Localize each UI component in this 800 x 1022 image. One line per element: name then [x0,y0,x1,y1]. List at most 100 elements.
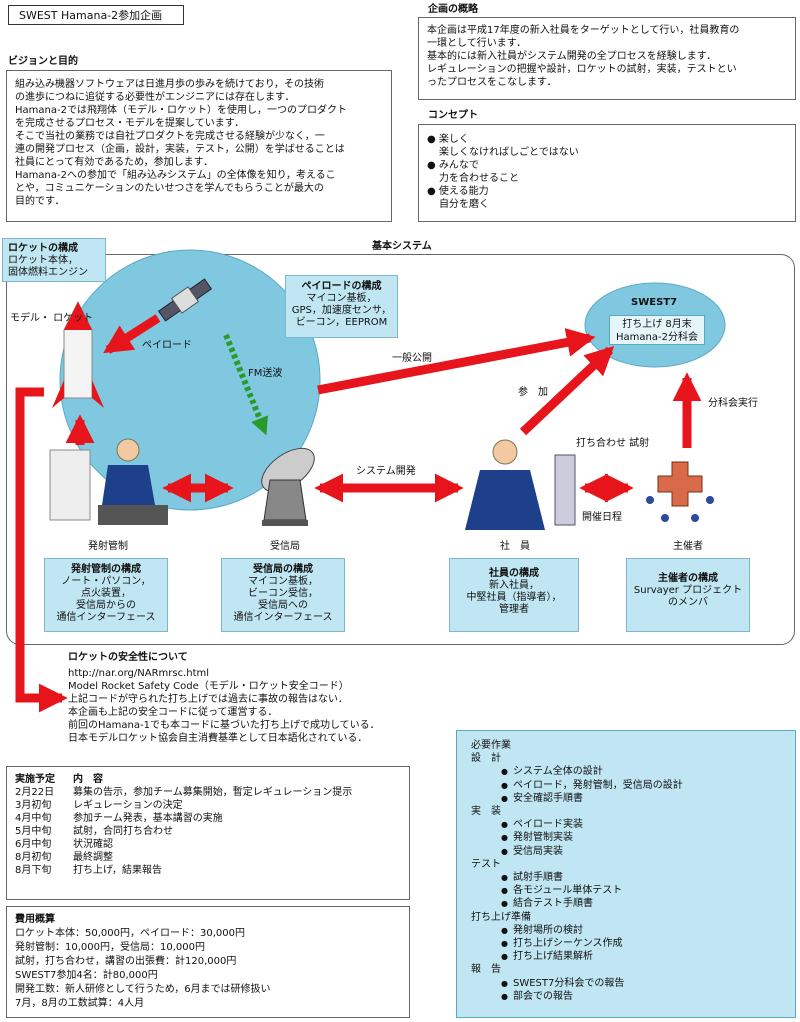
title-tag: SWEST Hamana-2参加企画 [8,5,184,25]
schedule-text: 参加チーム発表，基本講習の実施 [73,813,223,824]
cost-box: 費用概算 ロケット本体：50,000円，ペイロード：30,000円 発射管制：1… [6,906,410,1018]
task-item: 各モジュール単体テスト [501,884,683,897]
concept-item-sub: 自分を磨く [439,199,489,210]
tasks-heading: 必要作業 [471,740,511,751]
safety-heading: ロケットの安全性について [68,652,188,663]
employee-config-box: 社員の構成 新入社員， 中堅社員（指導者）， 管理者 [449,558,579,632]
concept-item-main: みんなで [438,160,479,171]
schedule-head-content: 内 容 [73,774,103,785]
schedule-text: 状況確認 [73,839,113,850]
organizer-config-box: 主催者の構成 Survayer プロジェクト のメンバ [626,558,750,632]
schedule-date: 6月中旬 [15,839,52,850]
payload-config-heading: ペイロードの構成 [301,281,382,292]
organizer-config-body: Survayer プロジェクト のメンバ [633,585,743,608]
task-item: 発射管制実装 [501,831,683,844]
cost-line: ロケット本体：50,000円，ペイロード：30,000円 [15,928,245,939]
meeting-label: 打ち合わせ 試射 [576,438,650,449]
schedule-text: 最終調整 [73,852,113,863]
subsession-label: 分科会実行 [708,398,758,409]
vision-body: 組み込み機器ソフトウェアは日進月歩の歩みを続けており，その技術 の進歩につねに追… [15,79,347,207]
cost-line: 7月，8月の工数試算：4人月 [15,998,145,1009]
diagram-frame [6,254,795,645]
swest-inner-box: 打ち上げ 8月末 Hamana-2分科会 [609,315,705,345]
schedule-date: 3月初旬 [15,800,52,811]
schedule-text: 試射，合同打ち合わせ [73,826,173,837]
organizer-label: 主催者 [673,541,703,552]
launch-config-body: ノート・パソコン， 点火装置， 受信局からの 通信インターフェース [56,576,156,623]
concept-item-main: 楽しく [438,134,469,145]
schedule-row: 3月初旬 レギュレーションの決定 [15,799,352,812]
tasks-box: 必要作業 設 計 システム全体の設計 ペイロード，発射管制，受信局の設計 安全確… [456,730,796,1018]
schedule-row: 4月中旬 参加チーム発表，基本講習の実施 [15,812,352,825]
overview-body: 本企画は平成17年度の新入社員をターゲットとして行い，社員教育の 一環として行い… [427,25,740,88]
schedule-text: 打ち上げ，結果報告 [73,865,162,876]
schedule-text: レギュレーションの決定 [73,800,183,811]
schedule-row: 6月中旬 状況確認 [15,838,352,851]
payload-config-body: マイコン基板， GPS，加速度センサ， ビーコン，EEPROM [291,293,392,328]
public-label: 一般公開 [392,353,432,364]
task-item: システム全体の設計 [501,765,683,778]
concept-item: ● 楽しく [427,134,469,145]
diagram-title: 基本システム [372,241,432,252]
task-item: 結合テスト手順書 [501,897,683,910]
schedule-date: 5月中旬 [15,826,52,837]
schedule-label: 開催日程 [582,512,622,523]
schedule-row: 8月初旬 最終調整 [15,851,352,864]
concept-heading: コンセプト [428,110,478,121]
task-item: 安全確認手順書 [501,792,683,805]
task-item: 発射場所の検討 [501,924,683,937]
concept-item: ● 使える能力 [427,186,489,197]
employee-label: 社 員 [500,541,530,552]
task-group-name: 報 告 [471,964,501,976]
station-config-body: マイコン基板， ビーコン受信， 受信局への 通信インターフェース [233,576,333,623]
model-rocket-label: モデル・ ロケット [10,313,94,324]
schedule-date: 8月初旬 [15,852,52,863]
rocket-config-box: ロケットの構成 ロケット本体， 固体燃料エンジン [2,238,106,282]
payload-config-box: ペイロードの構成 マイコン基板， GPS，加速度センサ， ビーコン，EEPROM [285,275,398,338]
task-group-name: 実 装 [471,806,501,818]
schedule-row: 2月22日募集の告示，参加チーム募集開始，暫定レギュレーション提示 [15,786,352,799]
schedule-date: 4月中旬 [15,813,52,824]
cost-line: 開発工数：新人研修として行うため，6月までは研修扱い [15,984,271,995]
task-item: 試射手順書 [501,871,683,884]
task-item: ペイロード，発射管制，受信局の設計 [501,779,683,792]
fm-label: FM送波 [248,368,283,379]
task-item: 部会での報告 [501,990,683,1003]
concept-item-sub: 楽しくなければしごとではない [439,147,579,158]
task-group-name: 設 計 [471,753,501,765]
station-label: 受信局 [270,541,300,552]
concept-list: ● 楽しく 楽しくなければしごとではない ● みんなで 力を合わせること ● 使… [427,133,579,211]
schedule-header: 実施予定 内 容 [15,773,352,786]
task-group-name: テスト [471,858,501,870]
cost-line: SWEST7参加4名：計80,000円 [15,970,158,981]
concept-item-main: 使える能力 [438,186,489,197]
sysdev-label: システム開発 [356,466,416,477]
schedule-row: 5月中旬 試射，合同打ち合わせ [15,825,352,838]
task-item: 打ち上げ結果解析 [501,950,683,963]
concept-box: ● 楽しく 楽しくなければしごとではない ● みんなで 力を合わせること ● 使… [418,124,796,222]
employee-config-body: 新入社員， 中堅社員（指導者）， 管理者 [466,580,562,615]
schedule-date: 8月下旬 [15,865,52,876]
cost-heading: 費用概算 [15,914,55,925]
concept-item-sub: 力を合わせること [439,173,519,184]
rocket-config-heading: ロケットの構成 [8,243,78,254]
title-tag-text: SWEST Hamana-2参加企画 [19,9,163,22]
task-item: 打ち上げシーケンス作成 [501,937,683,950]
organizer-config-heading: 主催者の構成 [658,573,718,584]
schedule-box: 実施予定 内 容 2月22日募集の告示，参加チーム募集開始，暫定レギュレーション… [6,766,410,900]
schedule-text: 募集の告示，参加チーム募集開始，暫定レギュレーション提示 [73,787,353,798]
station-config-box: 受信局の構成 マイコン基板， ビーコン受信， 受信局への 通信インターフェース [221,558,345,632]
vision-heading: ビジョンと目的 [8,56,78,67]
swest-title: SWEST7 [631,297,678,308]
cost-line: 発射管制：10,000円，受信局：10,000円 [15,942,205,953]
overview-heading: 企画の概略 [428,4,478,15]
launch-control-label: 発射管制 [88,541,128,552]
join-label: 参 加 [518,387,548,398]
task-item: SWEST7分科会での報告 [501,977,683,990]
cost-line: 試射，打ち合わせ，講習の出張費：計120,000円 [15,956,237,967]
concept-item: ● みんなで [427,160,479,171]
rocket-config-body: ロケット本体， 固体燃料エンジン [8,255,88,278]
launch-config-heading: 発射管制の構成 [71,564,141,575]
task-item: ペイロード実装 [501,818,683,831]
schedule-head-date: 実施予定 [15,774,55,785]
